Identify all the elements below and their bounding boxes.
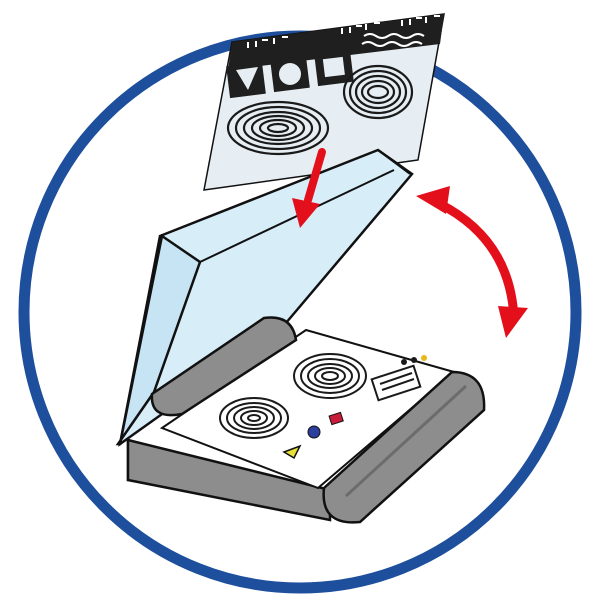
triangle-marker xyxy=(282,444,302,460)
holder-base xyxy=(126,316,486,524)
open-close-arrow xyxy=(416,186,528,338)
square-marker xyxy=(328,411,344,426)
square-icon xyxy=(314,49,354,87)
triangle-icon xyxy=(226,61,266,99)
circle-icon xyxy=(270,55,310,93)
insert-arrow xyxy=(292,148,326,228)
insert-card xyxy=(203,13,445,191)
fingerprint-base-large xyxy=(293,353,367,399)
fingerprint-small xyxy=(342,64,414,120)
fingerprint-large xyxy=(226,100,330,156)
circle-marker xyxy=(307,425,321,439)
fingerprint-base-small xyxy=(219,397,289,439)
